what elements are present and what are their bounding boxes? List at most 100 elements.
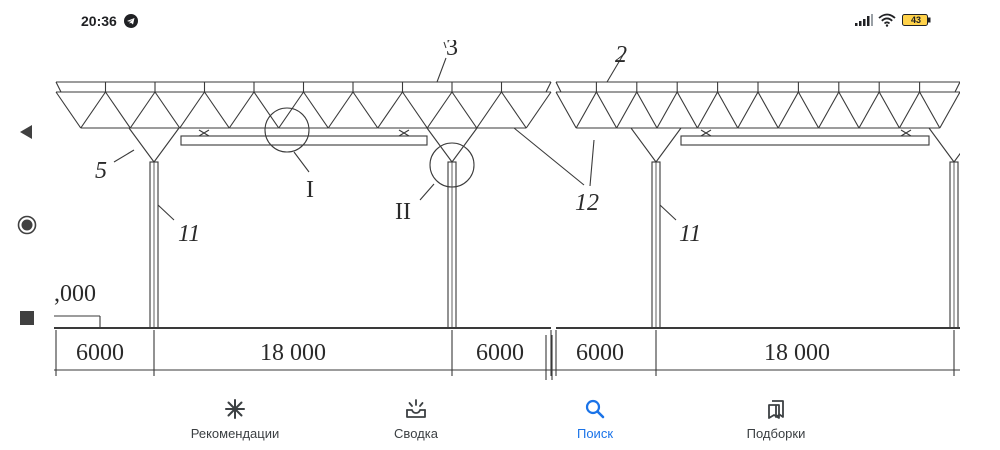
truss-web [878, 91, 900, 129]
leader-line [419, 183, 435, 201]
label-5: 5 [95, 158, 107, 184]
truss-web [656, 91, 678, 129]
truss-end [55, 81, 62, 93]
home-circle-icon[interactable] [17, 215, 37, 235]
truss-web [818, 91, 840, 129]
label-I: I [306, 177, 314, 203]
dimension-label: 6000 [576, 340, 624, 366]
beam-hanger [397, 129, 411, 137]
system-nav-rail [0, 60, 54, 450]
truss-end [555, 81, 562, 93]
truss-end [545, 81, 552, 93]
dimension-label: 6000 [476, 340, 524, 366]
tab-search[interactable]: Поиск [525, 383, 665, 450]
truss-web [757, 91, 779, 129]
structural-drawing: 3 2 5 I II 12 11 11 ,000 6000 18 000 600… [54, 40, 960, 380]
leader-line [659, 204, 677, 221]
detail-circle-I [264, 107, 310, 153]
truss-web [737, 91, 759, 129]
truss-web [858, 91, 880, 129]
tab-label: Поиск [576, 426, 614, 441]
battery-level: 43 [910, 15, 921, 25]
tab-recommendations[interactable]: Рекомендации [165, 383, 305, 450]
beam-hanger [699, 129, 713, 137]
truss-web [402, 91, 428, 129]
truss-web [676, 91, 698, 129]
truss-web [717, 91, 739, 129]
collections-icon [768, 400, 784, 419]
truss-web [476, 91, 502, 129]
support-v [953, 152, 960, 163]
wifi-icon [878, 13, 896, 27]
dimension-label: 6000 [76, 340, 124, 366]
tab-label: Сводка [394, 426, 438, 441]
leader-line [606, 49, 627, 83]
detail-circle-II [429, 142, 475, 188]
crane-beam [680, 135, 930, 146]
support-v [153, 127, 180, 163]
support-v [928, 127, 955, 163]
label-11-right: 11 [679, 221, 701, 247]
search-icon [585, 399, 605, 419]
leader-line [113, 149, 135, 163]
leader-line [513, 127, 585, 186]
truss-web [278, 91, 304, 129]
truss-web [616, 91, 638, 129]
dimension-label: 18 000 [764, 340, 830, 366]
signal-icon [855, 14, 873, 26]
status-time: 20:36 [81, 13, 117, 29]
truss-web [105, 91, 131, 129]
support-v [451, 127, 478, 163]
truss-web [55, 91, 82, 129]
truss-web [377, 91, 403, 129]
truss-web [327, 91, 354, 129]
telegram-icon [124, 14, 138, 28]
sparkle-icon [225, 399, 245, 419]
truss-web [129, 91, 156, 129]
truss-web [352, 91, 379, 129]
truss-web [525, 91, 552, 129]
truss-web [80, 91, 106, 129]
truss-web [303, 91, 329, 129]
label-II: II [395, 199, 411, 225]
truss-web [797, 91, 820, 129]
bottom-navigation: Рекомендации Сводка Поиск Подборки [54, 383, 1000, 450]
truss-web [696, 91, 719, 129]
status-bar: 20:36 43 [0, 0, 1000, 44]
dimension-label: 18 000 [260, 340, 326, 366]
support-v [426, 127, 453, 163]
truss-web [154, 91, 181, 129]
leader-line [589, 139, 595, 187]
beam-hanger [899, 129, 913, 137]
leader-line [157, 204, 175, 221]
crane-beam [180, 135, 428, 146]
tab-collections[interactable]: Подборки [706, 383, 846, 450]
label-3: 3 [446, 40, 458, 61]
truss-web [939, 91, 960, 129]
truss-web [204, 91, 230, 129]
leader-line [436, 57, 447, 83]
battery-icon [902, 14, 931, 26]
truss-web [898, 91, 921, 129]
recents-square-icon[interactable] [20, 311, 34, 325]
truss-web [501, 91, 527, 129]
truss-web [838, 91, 860, 129]
drawing-canvas: 3 2 5 I II 12 11 11 ,000 6000 18 000 600… [54, 40, 960, 380]
label-2: 2 [615, 42, 627, 68]
tab-summary[interactable]: Сводка [346, 383, 486, 450]
support-v [630, 127, 657, 163]
truss-web [636, 91, 658, 129]
truss-web [777, 91, 799, 129]
leader-line [293, 151, 310, 173]
back-triangle-icon[interactable] [17, 123, 35, 141]
tab-label: Подборки [746, 426, 806, 441]
truss-web [555, 91, 577, 129]
truss-end [954, 81, 960, 93]
label-11-left: 11 [178, 221, 200, 247]
truss-web [919, 91, 941, 129]
support-v [128, 127, 155, 163]
support-v [655, 127, 682, 163]
truss-web [595, 91, 618, 129]
label-12: 12 [575, 190, 599, 216]
beam-hanger [197, 129, 211, 137]
